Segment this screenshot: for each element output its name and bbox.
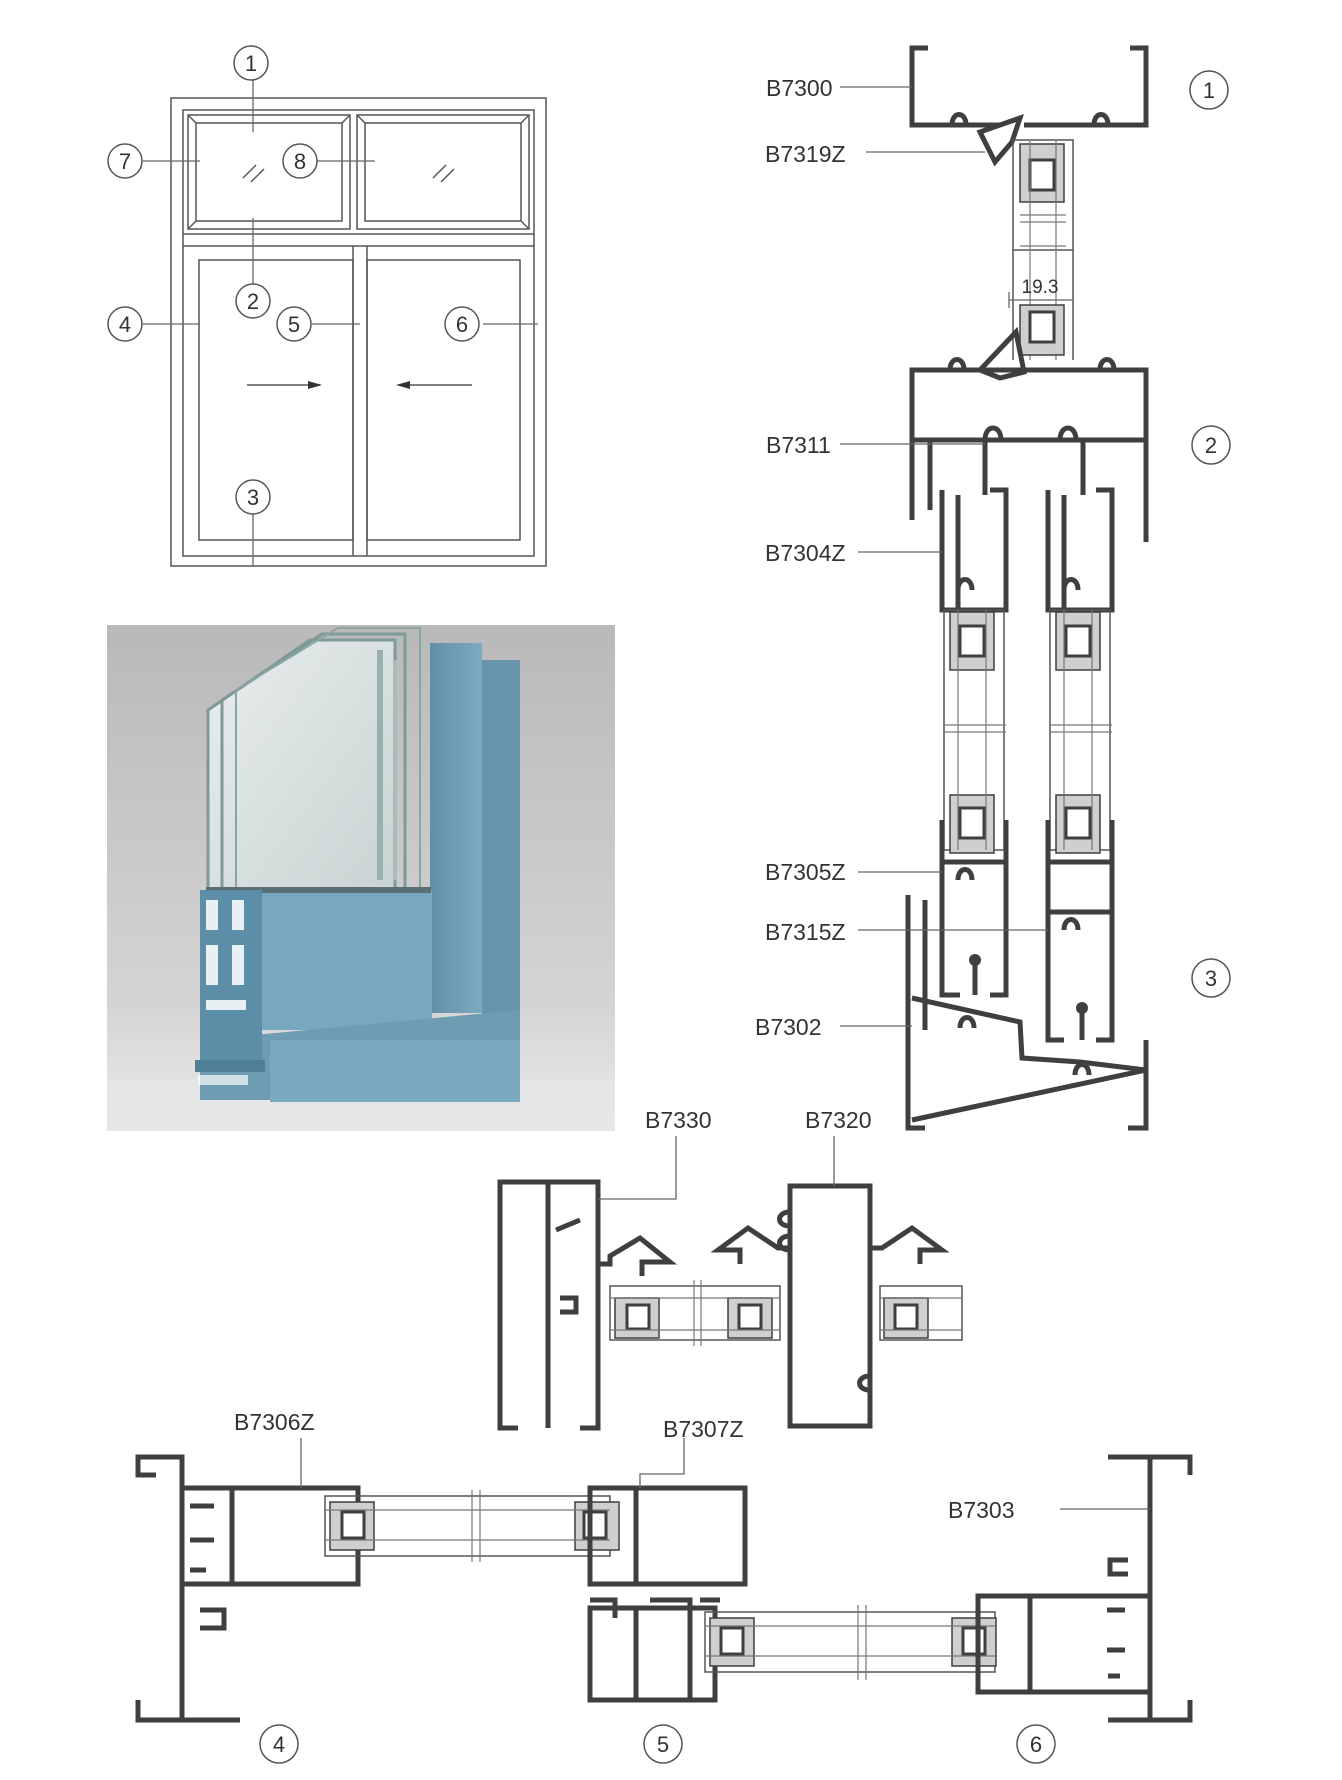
svg-text:1: 1 — [1203, 78, 1215, 103]
elevation-callout-7: 7 — [107, 143, 143, 179]
svg-text:2: 2 — [1205, 433, 1217, 458]
section-callout-3: 3 — [1191, 958, 1231, 998]
label-b7320: B7320 — [805, 1107, 872, 1133]
elevation-callout-6: 6 — [444, 306, 480, 342]
elevation-callout-1: 1 — [233, 45, 269, 81]
label-b7306z: B7306Z — [234, 1409, 315, 1435]
svg-text:1: 1 — [245, 51, 257, 76]
svg-text:5: 5 — [657, 1732, 669, 1757]
mullion-section-drawing — [497, 1136, 963, 1431]
svg-text:3: 3 — [247, 485, 259, 510]
horizontal-callout-6: 6 — [1016, 1724, 1056, 1764]
label-b7319z: B7319Z — [765, 141, 846, 167]
svg-text:3: 3 — [1205, 966, 1217, 991]
label-b7311: B7311 — [766, 432, 831, 458]
svg-text:8: 8 — [294, 149, 306, 174]
svg-text:7: 7 — [119, 149, 131, 174]
label-b7303: B7303 — [948, 1497, 1015, 1523]
elevation-callout-8: 8 — [282, 143, 318, 179]
horizontal-section-drawing — [135, 1438, 1193, 1723]
section-callout-1: 1 — [1189, 70, 1229, 110]
vertical-section-drawing: 19.3 — [840, 45, 1149, 1131]
svg-text:2: 2 — [247, 289, 259, 314]
svg-text:5: 5 — [288, 312, 300, 337]
label-b7300: B7300 — [766, 75, 833, 101]
section-callout-2: 2 — [1191, 425, 1231, 465]
label-b7305z: B7305Z — [765, 859, 846, 885]
svg-text:4: 4 — [273, 1732, 285, 1757]
label-b7302: B7302 — [755, 1014, 822, 1040]
horizontal-callout-5: 5 — [643, 1724, 683, 1764]
elevation-callout-4: 4 — [107, 306, 143, 342]
profile-render-image — [107, 625, 615, 1131]
horizontal-callout-4: 4 — [259, 1724, 299, 1764]
svg-text:6: 6 — [456, 312, 468, 337]
label-b7330: B7330 — [645, 1107, 712, 1133]
elevation-callout-5: 5 — [276, 306, 312, 342]
label-b7307z: B7307Z — [663, 1416, 744, 1442]
window-elevation — [143, 80, 547, 567]
svg-text:6: 6 — [1030, 1732, 1042, 1757]
label-b7315z: B7315Z — [765, 919, 846, 945]
glass-thickness-dimension: 19.3 — [1022, 277, 1059, 298]
elevation-callout-3: 3 — [235, 479, 271, 515]
elevation-callout-2: 2 — [235, 283, 271, 319]
svg-text:4: 4 — [119, 312, 131, 337]
label-b7304z: B7304Z — [765, 540, 846, 566]
